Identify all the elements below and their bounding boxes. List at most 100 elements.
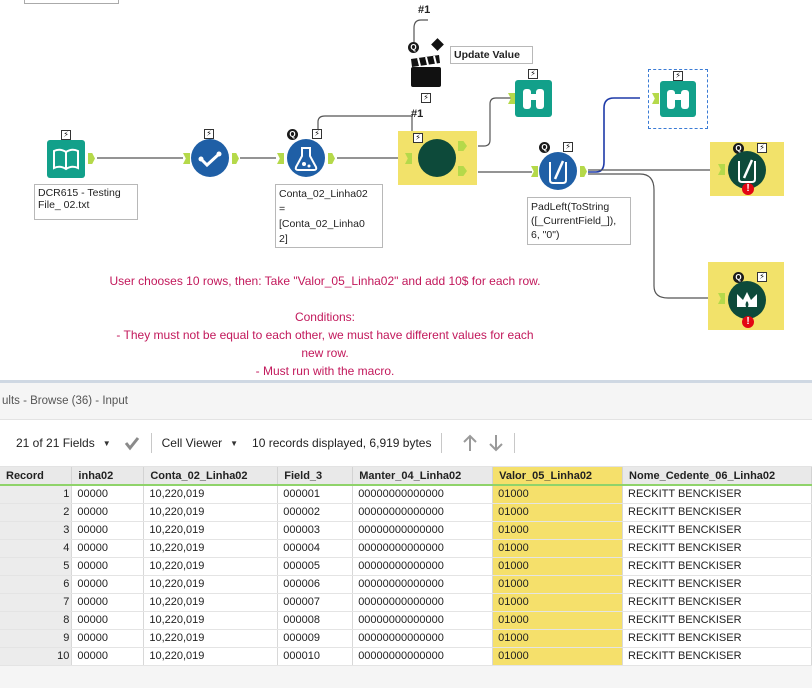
table-cell[interactable]: RECKITT BENCKISER	[622, 557, 812, 576]
table-cell[interactable]: 01000	[492, 575, 624, 594]
table-cell[interactable]: 000003	[277, 521, 354, 540]
table-cell[interactable]: 01000	[492, 647, 624, 666]
table-cell[interactable]: 00000	[71, 611, 145, 630]
output-anchor[interactable]	[328, 153, 335, 164]
table-cell[interactable]: 00000	[71, 484, 145, 504]
table-cell[interactable]: RECKITT BENCKISER	[622, 521, 812, 540]
record-number-cell[interactable]: 4	[0, 539, 73, 558]
table-cell[interactable]: 01000	[492, 593, 624, 612]
table-cell[interactable]: 00000	[71, 647, 145, 666]
table-cell[interactable]: 000010	[277, 647, 354, 666]
input-anchor[interactable]	[508, 93, 515, 104]
table-cell[interactable]: 00000000000000	[352, 484, 494, 504]
table-cell[interactable]: 000002	[277, 503, 354, 522]
workflow-canvas[interactable]: ⚡ DCR615 - Testing File_ 02.txt ⚡ Q ⚡	[0, 0, 812, 380]
table-cell[interactable]: RECKITT BENCKISER	[622, 611, 812, 630]
table-cell[interactable]: 00000	[71, 503, 145, 522]
table-cell[interactable]: 00000	[71, 521, 145, 540]
comment-annotation[interactable]: User chooses 10 rows, then: Take "Valor_…	[60, 272, 590, 380]
table-cell[interactable]: 000009	[277, 629, 354, 648]
input-anchor[interactable]	[405, 153, 412, 164]
record-number-cell[interactable]: 10	[0, 647, 73, 666]
input-anchor[interactable]	[183, 153, 190, 164]
table-cell[interactable]: 10,220,019	[143, 629, 279, 648]
table-cell[interactable]: 00000000000000	[352, 593, 494, 612]
table-cell[interactable]: 000008	[277, 611, 354, 630]
table-cell[interactable]: 01000	[492, 503, 624, 522]
table-cell[interactable]: 00000000000000	[352, 557, 494, 576]
table-cell[interactable]: 01000	[492, 484, 624, 504]
table-cell[interactable]: 01000	[492, 539, 624, 558]
output-anchor[interactable]	[580, 166, 587, 177]
table-cell[interactable]: 000007	[277, 593, 354, 612]
browse-tool[interactable]	[515, 80, 552, 117]
output-anchor[interactable]	[88, 153, 95, 164]
results-grid[interactable]: Record inha02 Conta_02_Linha02 Field_3 M…	[0, 467, 812, 666]
fields-dropdown[interactable]: 21 of 21 Fields ▼	[16, 431, 111, 455]
table-cell[interactable]: 10,220,019	[143, 539, 279, 558]
input-anchor[interactable]	[718, 164, 725, 175]
record-number-cell[interactable]: 1	[0, 484, 73, 504]
input-data-tool[interactable]	[47, 140, 85, 178]
column-header[interactable]: Nome_Cedente_06_Linha02	[622, 467, 812, 486]
select-tool[interactable]	[191, 139, 229, 177]
table-cell[interactable]: RECKITT BENCKISER	[622, 647, 812, 666]
table-cell[interactable]: 10,220,019	[143, 611, 279, 630]
table-cell[interactable]: 00000	[71, 575, 145, 594]
table-cell[interactable]: 00000	[71, 593, 145, 612]
table-cell[interactable]: 000004	[277, 539, 354, 558]
input-anchor[interactable]	[652, 93, 659, 104]
table-cell[interactable]: 00000000000000	[352, 539, 494, 558]
table-cell[interactable]: RECKITT BENCKISER	[622, 629, 812, 648]
table-cell[interactable]: 10,220,019	[143, 575, 279, 594]
macro-tool[interactable]	[418, 139, 456, 177]
table-cell[interactable]: 00000000000000	[352, 611, 494, 630]
record-number-cell[interactable]: 5	[0, 557, 73, 576]
arrow-up-icon[interactable]	[462, 434, 478, 452]
output-tool[interactable]	[728, 151, 766, 189]
column-header[interactable]: Conta_02_Linha02	[143, 467, 279, 486]
table-cell[interactable]: RECKITT BENCKISER	[622, 484, 812, 504]
formula-tool[interactable]	[287, 139, 325, 177]
table-cell[interactable]: 10,220,019	[143, 503, 279, 522]
record-number-cell[interactable]: 8	[0, 611, 73, 630]
checkmark-icon[interactable]	[123, 434, 141, 452]
column-header-record[interactable]: Record	[0, 467, 73, 486]
input-anchor[interactable]	[277, 153, 284, 164]
record-number-cell[interactable]: 2	[0, 503, 73, 522]
table-cell[interactable]: 01000	[492, 629, 624, 648]
table-cell[interactable]: RECKITT BENCKISER	[622, 575, 812, 594]
table-cell[interactable]: 00000	[71, 539, 145, 558]
table-cell[interactable]: 01000	[492, 557, 624, 576]
browse-tool-2[interactable]	[660, 81, 696, 117]
table-cell[interactable]: 00000000000000	[352, 629, 494, 648]
table-cell[interactable]: RECKITT BENCKISER	[622, 593, 812, 612]
table-cell[interactable]: RECKITT BENCKISER	[622, 503, 812, 522]
update-value-tool[interactable]	[409, 55, 443, 89]
o-output-anchor[interactable]	[458, 166, 467, 176]
column-header[interactable]: inha02	[71, 467, 145, 486]
t-output-anchor[interactable]	[458, 141, 467, 151]
record-number-cell[interactable]: 7	[0, 593, 73, 612]
table-cell[interactable]: 00000	[71, 557, 145, 576]
table-cell[interactable]: 10,220,019	[143, 593, 279, 612]
table-cell[interactable]: 10,220,019	[143, 521, 279, 540]
table-cell[interactable]: 00000000000000	[352, 503, 494, 522]
column-header[interactable]: Field_3	[277, 467, 354, 486]
input-anchor[interactable]	[531, 166, 538, 177]
input-anchor[interactable]	[718, 293, 725, 304]
output-tool-2[interactable]	[728, 281, 766, 319]
cell-viewer-dropdown[interactable]: Cell Viewer ▼	[162, 431, 238, 455]
table-cell[interactable]: 00000	[71, 629, 145, 648]
output-anchor[interactable]	[232, 153, 239, 164]
table-cell[interactable]: 10,220,019	[143, 484, 279, 504]
